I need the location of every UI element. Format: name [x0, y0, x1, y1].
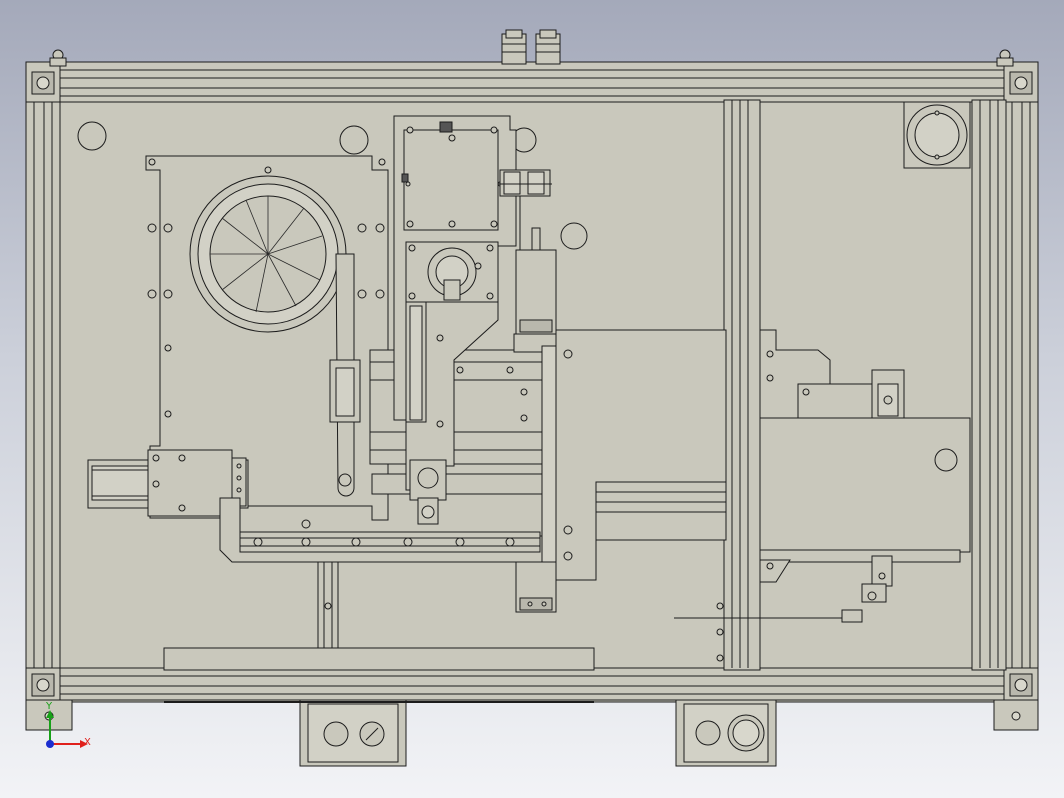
- motor-mount-plate: [403, 129, 499, 231]
- bowl-feeder: [145, 155, 389, 521]
- frame-right-rail: [1003, 61, 1039, 703]
- base-block: [163, 647, 595, 703]
- corner-bracket-bottom-left: [25, 667, 61, 703]
- center-vertical-module: [393, 115, 517, 525]
- sensor-brackets: [498, 169, 552, 255]
- right-bay-module: [674, 329, 971, 662]
- corner-bracket-top-right: [996, 49, 1039, 103]
- left-linear-actuator: [87, 449, 249, 517]
- carriage-plate: [541, 329, 727, 581]
- sensor-bracket-lower: [871, 555, 893, 587]
- carriage-block: [595, 481, 727, 541]
- triad-y-label: Y: [46, 701, 53, 712]
- frame-bottom-rail: [25, 667, 1039, 701]
- triad-x-label: X: [84, 737, 91, 748]
- corner-bracket-bottom-right: [1003, 667, 1039, 703]
- bottom-linear-rail: [219, 497, 557, 651]
- top-cable-connectors: [501, 29, 561, 65]
- round-port-top-right: [903, 101, 971, 169]
- bottom-connector-box-left: [299, 699, 407, 767]
- cover-box: [759, 417, 971, 553]
- frame-left-rail: [25, 61, 61, 703]
- frame-top-rail: [25, 69, 1039, 103]
- coordinate-triad-icon: [46, 710, 88, 748]
- right-bay-posts: [723, 99, 1007, 671]
- corner-bracket-top-left: [25, 49, 67, 103]
- bottom-connector-box-right: [675, 699, 777, 767]
